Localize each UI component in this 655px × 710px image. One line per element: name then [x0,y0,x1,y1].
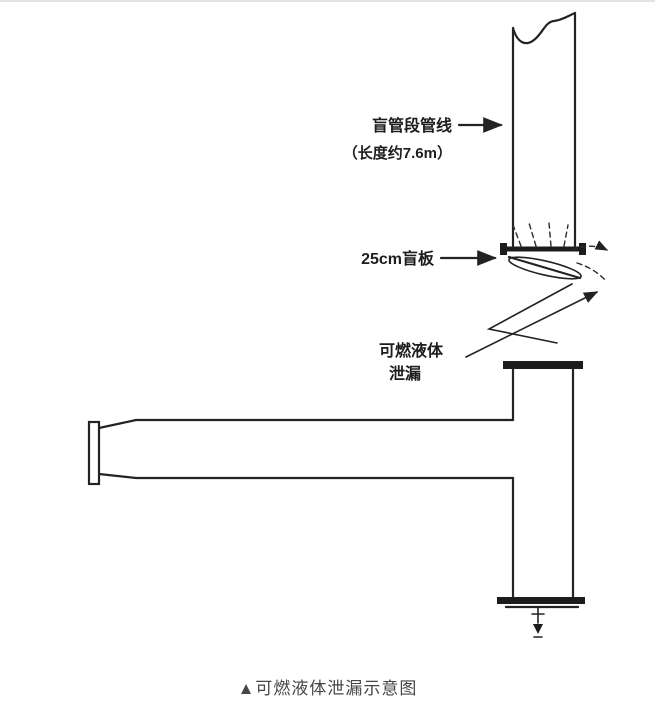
horizontal-pipe-bottom-taper [97,472,138,480]
drain-arrowhead [533,624,543,634]
hatch-1 [512,224,522,247]
figure-caption: ▲可燃液体泄漏示意图 [237,679,418,698]
blind-flange [500,222,586,255]
hatch-2 [528,222,537,247]
leak-dashed-curve [576,262,608,283]
left-flange [87,420,101,486]
hatch-3 [548,222,552,247]
horizontal-pipe-top-taper [97,418,138,430]
bottom-flange-and-drain [497,597,585,638]
label-leak-line1: 可燃液体 [379,341,444,360]
blind-plate-disc [508,256,582,280]
leak-splash-zigzag [486,283,573,344]
label-blind-pipe-line: 盲管段管线 [372,116,452,135]
bottom-flange-bar [497,597,585,604]
flange-bolt-right [579,243,586,255]
label-leak-line2: 泄漏 [389,364,421,383]
scan-edge [0,0,655,2]
blind-plate-edge [507,255,582,280]
blind-pipe-section [511,11,577,248]
pipe-torn-top-edge [511,11,577,45]
labels: 盲管段管线 （长度约7.6m） 25cm盲板 可燃液体 泄漏 [343,116,503,383]
label-blind-plate: 25cm盲板 [361,249,435,268]
horizontal-pipe [97,418,515,480]
leak-dashed-arrow [571,240,609,251]
hatch-4 [563,224,569,247]
label-blind-pipe-length: （长度约7.6m） [343,144,452,162]
leak-spray [465,240,609,358]
lower-vertical-pipe [503,361,583,599]
blind-plate [507,255,582,280]
left-flange-plate [87,420,101,486]
flange-bolt-left [500,243,507,255]
lower-pipe-top-flange [503,361,583,369]
leak-pointer-arrow [465,291,599,358]
